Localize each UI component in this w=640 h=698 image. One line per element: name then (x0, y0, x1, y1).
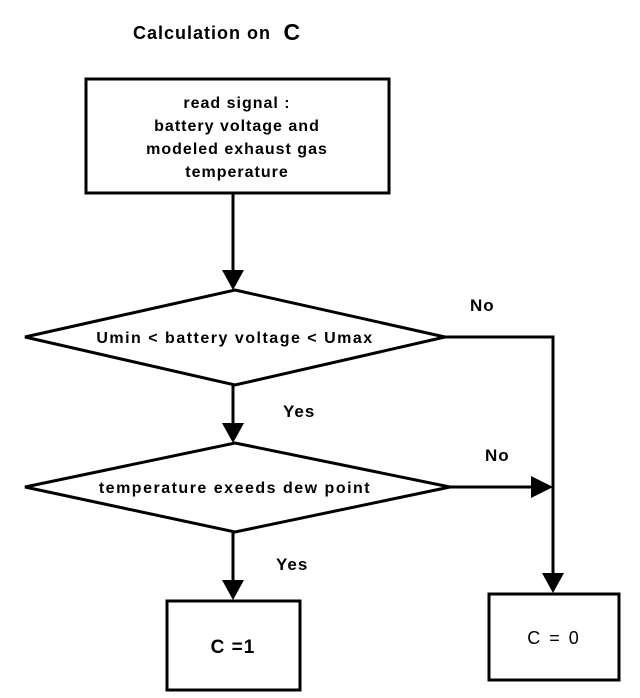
edge-temperature-no-head (531, 476, 553, 498)
diagram-title-text: Calculation on (133, 23, 271, 43)
result-box-c0 (487, 592, 621, 682)
decision-diamond-voltage (24, 288, 446, 387)
diagram-title: Calculation on C (133, 19, 300, 45)
arrow-temperature-to-c1-head (222, 580, 244, 600)
decision-voltage-label: Umin < battery voltage < Umax (96, 330, 373, 347)
process-box-read-signal (84, 77, 391, 195)
read-signal-line-4: temperature (185, 164, 288, 181)
read-signal-line-1: read signal : (183, 95, 290, 112)
result-c1-label: C =1 (211, 637, 256, 658)
result-c0-label: C = 0 (527, 628, 581, 648)
diagram-title-variable: C (283, 19, 300, 45)
arrow-read-to-voltage-head (222, 270, 244, 290)
temperature-yes-label: Yes (276, 555, 308, 574)
read-signal-line-3: modeled exhaust gas (146, 141, 328, 158)
decision-temperature-label: temperature exeeds dew point (99, 480, 371, 497)
decision-diamond-temperature (24, 441, 451, 534)
arrow-voltage-to-temperature-head (222, 423, 244, 443)
result-box-c1 (165, 599, 302, 692)
temperature-no-label: No (485, 446, 510, 465)
read-signal-line-2: battery voltage and (154, 118, 320, 135)
voltage-no-label: No (470, 296, 495, 315)
voltage-yes-label: Yes (283, 402, 315, 421)
arrow-into-c0-head (542, 573, 564, 593)
edge-voltage-no (445, 335, 555, 577)
